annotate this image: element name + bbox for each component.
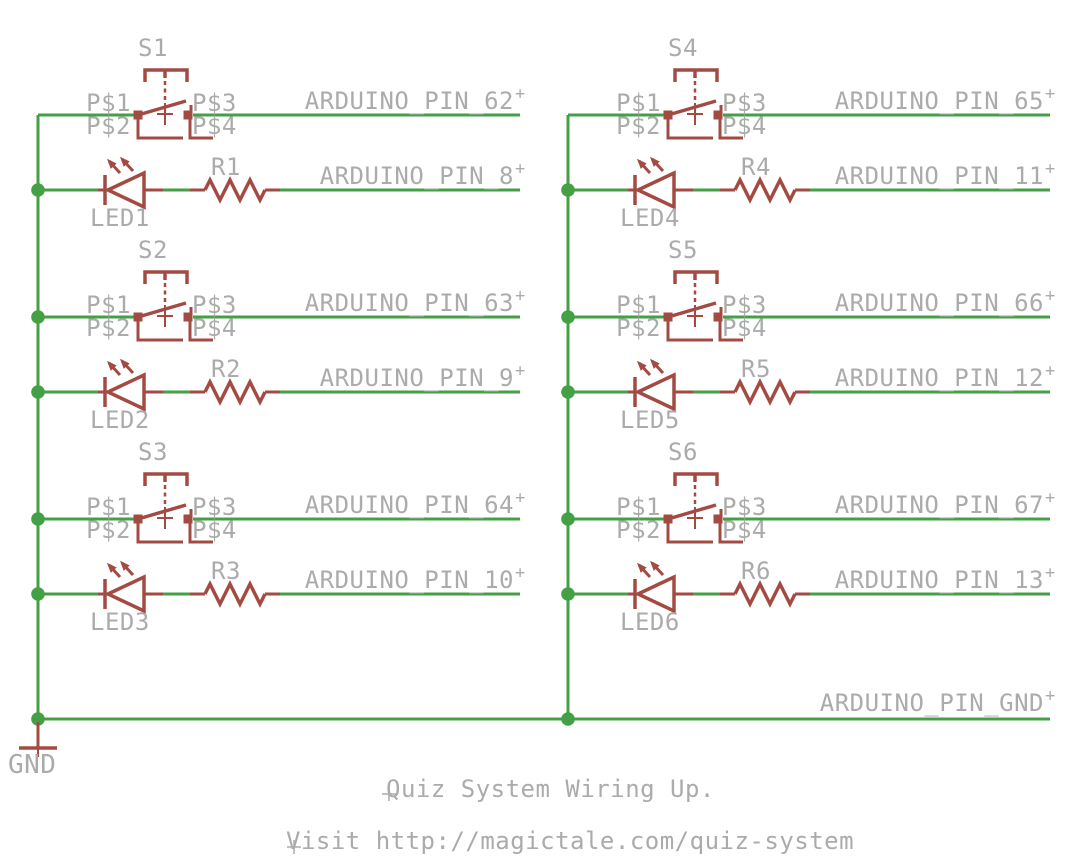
net-label-switch: ARDUINO_PIN_63 (305, 289, 514, 317)
label-origin-mark: + (515, 488, 525, 508)
net-label-switch: ARDUINO_PIN_66 (835, 289, 1044, 317)
switch-refdes: S5 (668, 236, 698, 264)
junction-dot (561, 183, 575, 197)
gnd-symbol: GND (8, 722, 57, 780)
net-label-led: ARDUINO_PIN_8 (320, 162, 514, 190)
junction-dot (31, 512, 45, 526)
text-origin-cross (382, 787, 396, 801)
quiz-unit-3: S3 P$1 P$3 P$2 P$4 ARDUINO_PIN_64 + LED3… (36, 438, 525, 636)
label-origin-mark: + (1045, 488, 1055, 508)
pin-label-p2: P$2 (86, 112, 131, 140)
led-refdes: LED6 (620, 608, 680, 636)
net-label-switch: ARDUINO_PIN_62 (305, 87, 514, 115)
label-origin-mark: + (515, 361, 525, 381)
net-label-led: ARDUINO_PIN_9 (320, 364, 514, 392)
led-refdes: LED1 (90, 204, 150, 232)
led-refdes: LED3 (90, 608, 150, 636)
pin-label-p4: P$4 (722, 112, 767, 140)
pin-label-p1: P$1 (86, 291, 131, 319)
pin-label-p4: P$4 (192, 314, 237, 342)
net-label-led: ARDUINO_PIN_12 (835, 364, 1044, 392)
switch-refdes: S1 (138, 34, 168, 62)
pin-label-p3: P$3 (722, 493, 767, 521)
label-origin-mark: + (515, 84, 525, 104)
pin-label-p4: P$4 (192, 112, 237, 140)
pin-label-p4: P$4 (722, 516, 767, 544)
pin-label-p2: P$2 (616, 112, 661, 140)
pin-label-p1: P$1 (86, 89, 131, 117)
label-origin-mark: + (1045, 84, 1055, 104)
label-origin-mark: + (1045, 286, 1055, 306)
pin-label-p3: P$3 (192, 89, 237, 117)
led-refdes: LED5 (620, 406, 680, 434)
pin-label-p3: P$3 (722, 89, 767, 117)
pin-label-p2: P$2 (86, 516, 131, 544)
junction-dots (31, 183, 575, 726)
junction-dot (31, 587, 45, 601)
junction-dot (31, 712, 45, 726)
pin-label-p1: P$1 (86, 493, 131, 521)
gnd-label: GND (8, 750, 56, 780)
pin-label-p2: P$2 (616, 516, 661, 544)
junction-dot (561, 587, 575, 601)
switch-refdes: S3 (138, 438, 168, 466)
junction-dot (31, 183, 45, 197)
label-origin-mark: + (515, 286, 525, 306)
quiz-unit-4: S4 P$1 P$3 P$2 P$4 ARDUINO_PIN_65 + LED4… (566, 34, 1055, 232)
label-origin-mark: + (1045, 159, 1055, 179)
net-label-gnd: ARDUINO_PIN_GND (820, 689, 1044, 717)
pin-label-p1: P$1 (616, 89, 661, 117)
net-label-switch: ARDUINO_PIN_64 (305, 491, 514, 519)
pin-label-p4: P$4 (722, 314, 767, 342)
junction-dot (561, 310, 575, 324)
net-label-switch: ARDUINO_PIN_65 (835, 87, 1044, 115)
junction-dot (561, 512, 575, 526)
pin-label-p2: P$2 (86, 314, 131, 342)
quiz-unit-5: S5 P$1 P$3 P$2 P$4 ARDUINO_PIN_66 + LED5… (566, 236, 1055, 434)
net-label-switch: ARDUINO_PIN_67 (835, 491, 1044, 519)
net-label-led: ARDUINO_PIN_13 (835, 566, 1044, 594)
led-refdes: LED4 (620, 204, 680, 232)
resistor-refdes: R3 (211, 557, 241, 585)
pin-label-p3: P$3 (722, 291, 767, 319)
resistor-refdes: R5 (741, 355, 771, 383)
schematic-title: Quiz System Wiring Up. (386, 775, 715, 803)
quiz-unit-2: S2 P$1 P$3 P$2 P$4 ARDUINO_PIN_63 + LED2… (36, 236, 525, 434)
net-label-led: ARDUINO_PIN_11 (835, 162, 1044, 190)
pin-label-p3: P$3 (192, 493, 237, 521)
junction-dot (561, 385, 575, 399)
led-refdes: LED2 (90, 406, 150, 434)
junction-dot (561, 712, 575, 726)
pin-label-p4: P$4 (192, 516, 237, 544)
quiz-unit-1: S1 P$1 P$3 P$2 P$4 ARDUINO_PIN_62 + LED1… (36, 34, 525, 232)
schematic-subtitle: Visit http://magictale.com/quiz-system (286, 827, 854, 855)
switch-refdes: S4 (668, 34, 698, 62)
junction-dot (31, 310, 45, 324)
pin-label-p1: P$1 (616, 291, 661, 319)
resistor-refdes: R6 (741, 557, 771, 585)
switch-refdes: S6 (668, 438, 698, 466)
pin-label-p3: P$3 (192, 291, 237, 319)
footer: Quiz System Wiring Up. Visit http://magi… (286, 775, 854, 855)
label-origin-mark: + (1045, 361, 1055, 381)
label-origin-mark: + (1045, 563, 1055, 583)
switch-refdes: S2 (138, 236, 168, 264)
label-origin-mark: + (1045, 686, 1055, 706)
junction-dot (31, 385, 45, 399)
resistor-refdes: R1 (211, 153, 241, 181)
resistor-refdes: R4 (741, 153, 771, 181)
text-origin-cross (287, 840, 301, 854)
resistor-refdes: R2 (211, 355, 241, 383)
pin-label-p2: P$2 (616, 314, 661, 342)
net-label-led: ARDUINO_PIN_10 (305, 566, 514, 594)
quiz-unit-6: S6 P$1 P$3 P$2 P$4 ARDUINO_PIN_67 + LED6… (566, 438, 1055, 636)
label-origin-mark: + (515, 159, 525, 179)
pin-label-p1: P$1 (616, 493, 661, 521)
label-origin-mark: + (515, 563, 525, 583)
